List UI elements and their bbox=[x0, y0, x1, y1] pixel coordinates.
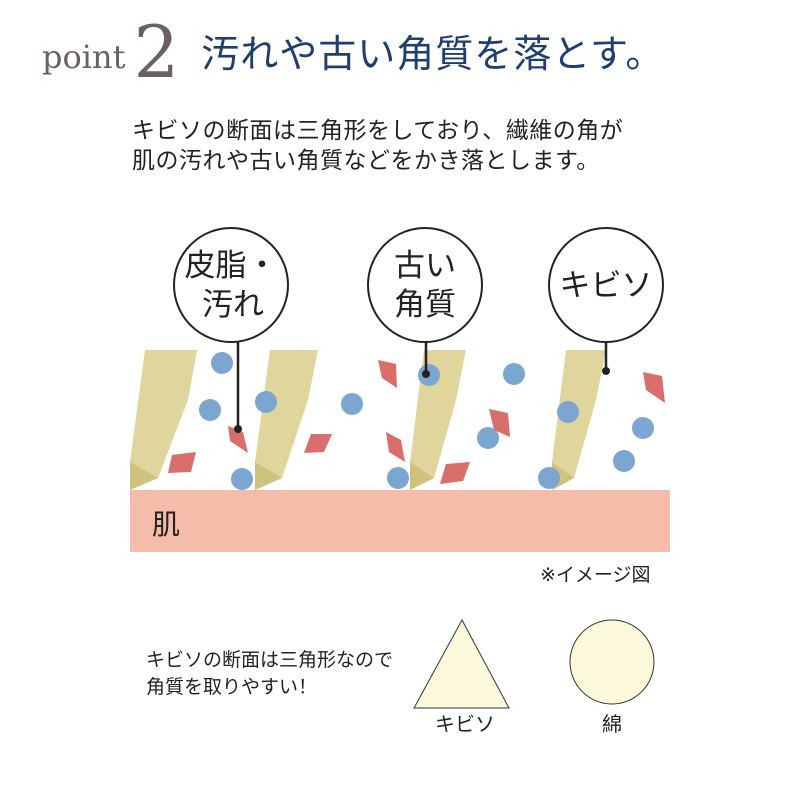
bubble-sebum-line1: 皮脂・ bbox=[185, 248, 278, 284]
comparison-caption: キビソの断面は三角形なので 角質を取りやすい！ bbox=[146, 647, 393, 701]
bubble-sebum: 皮脂・ 汚れ bbox=[173, 227, 289, 343]
old-skin-flakes bbox=[168, 360, 665, 484]
lead-text: キビソの断面は三角形をしており、繊維の角が 肌の汚れや古い角質などをかき落としま… bbox=[132, 116, 623, 176]
triangle-label: キビソ bbox=[435, 712, 495, 736]
bubble-old-skin: 古い 角質 bbox=[367, 227, 483, 343]
skin-label: 肌 bbox=[152, 508, 180, 541]
lead-line-2: 肌の汚れや古い角質などをかき落とします。 bbox=[132, 148, 600, 174]
pointer-lines bbox=[234, 339, 610, 433]
fiber-2 bbox=[255, 350, 318, 490]
point-number: 2 bbox=[133, 10, 180, 94]
bubble-sebum-line2: 汚れ bbox=[202, 287, 264, 323]
bubble-kibiso-line1: キビソ bbox=[560, 268, 653, 304]
skin-layer bbox=[130, 490, 670, 552]
lead-line-1: キビソの断面は三角形をしており、繊維の角が bbox=[132, 118, 624, 144]
circle-label: 綿 bbox=[602, 712, 622, 736]
title-row: point 2 汚れや古い角質を落とす。 bbox=[42, 2, 664, 92]
image-note: ※イメージ図 bbox=[540, 564, 651, 586]
fiber-4 bbox=[552, 350, 606, 490]
bubble-oldskin-line1: 古い bbox=[394, 248, 456, 284]
sebum-particles bbox=[199, 352, 654, 490]
fiber-3 bbox=[410, 350, 466, 490]
caption-line-1: キビソの断面は三角形なので bbox=[146, 649, 394, 671]
fiber-1 bbox=[130, 350, 197, 490]
triangle-shape bbox=[413, 618, 510, 709]
point-label: point bbox=[42, 38, 126, 76]
headline: 汚れや古い角質を落とす。 bbox=[201, 32, 665, 76]
caption-line-2: 角質を取りやすい！ bbox=[146, 676, 318, 698]
bubble-kibiso: キビソ bbox=[548, 227, 664, 343]
bubble-oldskin-line2: 角質 bbox=[394, 287, 456, 323]
circle-shape bbox=[569, 619, 655, 705]
